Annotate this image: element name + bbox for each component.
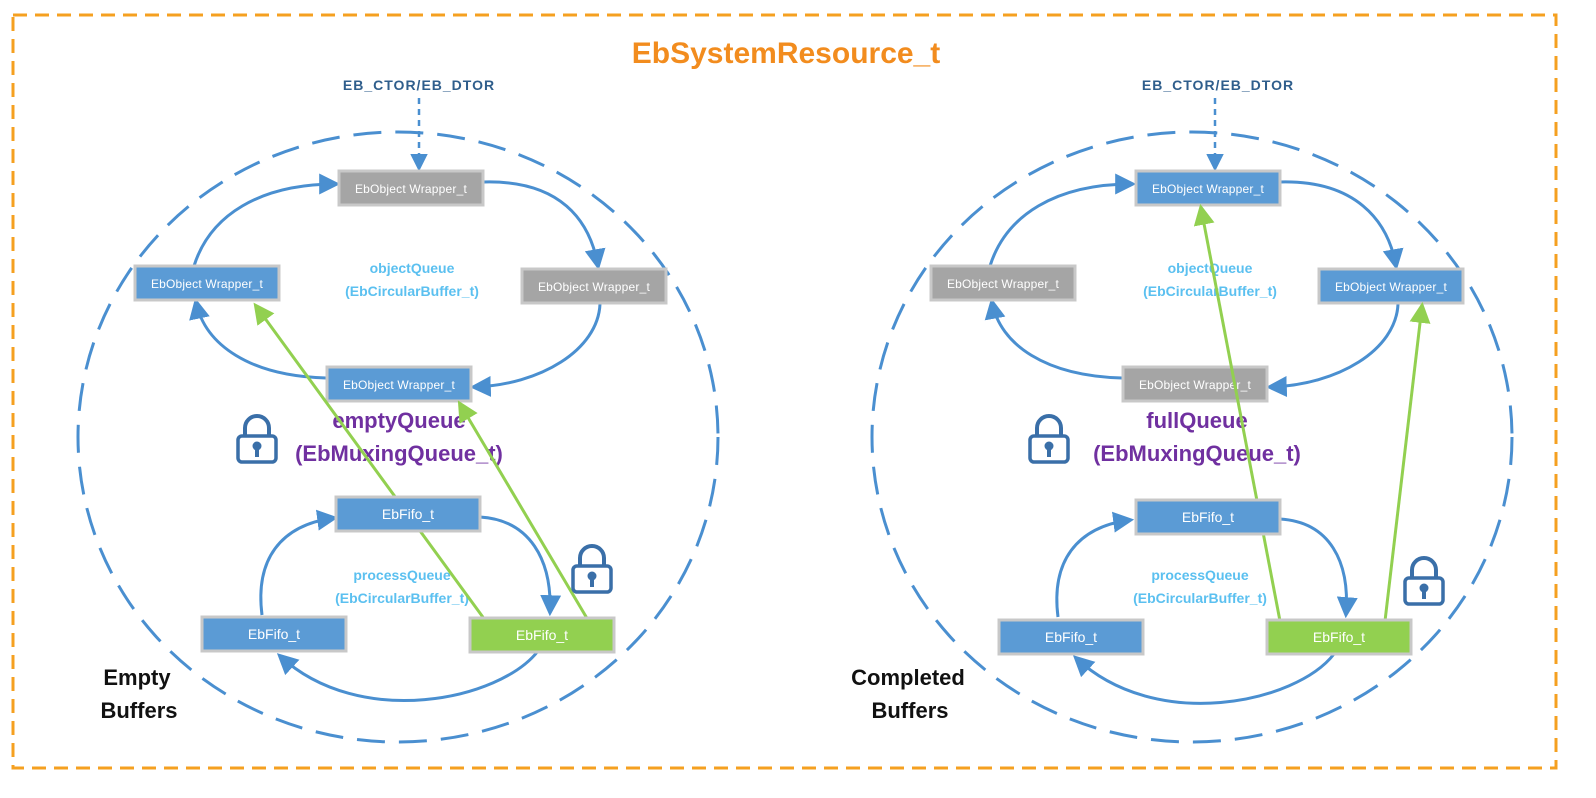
lock-icon xyxy=(1028,414,1070,464)
left-queue-name: emptyQueue xyxy=(332,408,465,433)
lock-icon xyxy=(1403,556,1445,606)
left-object-arrow-bottom-left xyxy=(189,297,327,380)
left-muxing-queue-circle xyxy=(76,130,720,744)
left-object-wrapper-left: EbObject Wrapper_t xyxy=(133,264,281,302)
left-object-arrow-right-bottom xyxy=(469,303,602,397)
left-buffers-label-line2: Buffers xyxy=(100,698,177,723)
right-fifo-left-label: EbFifo_t xyxy=(1045,629,1097,645)
left-buffers-label-line1: Empty xyxy=(103,665,171,690)
left-object-wrapper-right: EbObject Wrapper_t xyxy=(520,267,668,305)
left-process-arrow-top-right xyxy=(479,515,562,617)
left-object-wrapper-bottom-label: EbObject Wrapper_t xyxy=(343,378,456,392)
right-object-wrapper-right-label: EbObject Wrapper_t xyxy=(1335,280,1448,294)
right-green-link-2 xyxy=(1383,301,1431,622)
right-process-queue-type: (EbCircularBuffer_t) xyxy=(1133,590,1267,606)
left-object-arrow-left-top xyxy=(192,173,341,267)
left-object-arrow-top-right xyxy=(483,180,606,271)
lock-icon xyxy=(571,544,613,594)
left-object-queue-label: objectQueue xyxy=(370,260,455,276)
right-buffers-label-line1: Completed xyxy=(851,665,965,690)
right-queue-name: fullQueue xyxy=(1146,408,1247,433)
right-fifo-left: EbFifo_t xyxy=(997,618,1145,656)
right-process-queue-label: processQueue xyxy=(1151,567,1248,583)
right-process-arrow-top-right xyxy=(1279,517,1358,619)
diagram-title: EbSystemResource_t xyxy=(632,37,940,70)
left-object-wrapper-bottom: EbObject Wrapper_t xyxy=(325,365,473,403)
right-queue-type: (EbMuxingQueue_t) xyxy=(1093,441,1301,466)
left-fifo-left: EbFifo_t xyxy=(200,615,348,653)
right-muxing-queue-circle xyxy=(870,130,1514,744)
left-green-link-2 xyxy=(457,400,590,621)
right-object-wrapper-bottom-label: EbObject Wrapper_t xyxy=(1139,378,1252,392)
right-fifo-active: EbFifo_t xyxy=(1265,618,1413,656)
right-object-wrapper-left: EbObject Wrapper_t xyxy=(929,264,1077,302)
left-ctor-label: EB_CTOR/EB_DTOR xyxy=(343,77,495,93)
left-queue-type: (EbMuxingQueue_t) xyxy=(295,441,503,466)
right-process-arrow-right-left xyxy=(1072,653,1336,705)
left-green-link-1 xyxy=(253,302,487,621)
right-green-link-1 xyxy=(1193,203,1282,622)
right-object-wrapper-left-label: EbObject Wrapper_t xyxy=(947,277,1060,291)
right-object-arrow-left-top xyxy=(988,173,1137,267)
right-fifo-top: EbFifo_t xyxy=(1134,498,1282,536)
left-process-arrow-left-top xyxy=(259,509,339,616)
left-object-queue-type: (EbCircularBuffer_t) xyxy=(345,283,479,299)
right-object-wrapper-bottom: EbObject Wrapper_t xyxy=(1121,365,1269,403)
right-object-wrapper-right: EbObject Wrapper_t xyxy=(1317,267,1465,305)
left-object-wrapper-top-label: EbObject Wrapper_t xyxy=(355,182,468,196)
right-object-arrow-bottom-left xyxy=(984,297,1123,380)
right-object-arrow-right-bottom xyxy=(1265,303,1400,397)
right-object-queue-type: (EbCircularBuffer_t) xyxy=(1143,283,1277,299)
right-object-wrapper-top-label: EbObject Wrapper_t xyxy=(1152,182,1265,196)
left-process-arrow-right-left xyxy=(276,650,540,702)
left-process-queue-type: (EbCircularBuffer_t) xyxy=(335,590,469,606)
right-panel: EB_CTOR/EB_DTOR EbObject Wrapper_t EbObj… xyxy=(851,77,1514,744)
left-fifo-top-label: EbFifo_t xyxy=(382,506,434,522)
left-object-wrapper-right-label: EbObject Wrapper_t xyxy=(538,280,651,294)
left-process-queue-label: processQueue xyxy=(353,567,450,583)
system-resource-frame xyxy=(11,13,1558,770)
left-object-wrapper-top: EbObject Wrapper_t xyxy=(337,169,485,207)
right-object-arrow-top-right xyxy=(1279,180,1404,271)
right-fifo-active-label: EbFifo_t xyxy=(1313,629,1365,645)
left-fifo-top: EbFifo_t xyxy=(334,495,482,533)
left-fifo-left-label: EbFifo_t xyxy=(248,626,300,642)
left-fifo-active: EbFifo_t xyxy=(468,616,616,654)
right-buffers-label-line2: Buffers xyxy=(871,698,948,723)
right-fifo-top-label: EbFifo_t xyxy=(1182,509,1234,525)
lock-icon xyxy=(236,414,278,464)
right-object-queue-label: objectQueue xyxy=(1168,260,1253,276)
right-process-arrow-left-top xyxy=(1055,511,1135,618)
right-object-wrapper-top: EbObject Wrapper_t xyxy=(1134,169,1282,207)
left-fifo-active-label: EbFifo_t xyxy=(516,627,568,643)
left-panel: EB_CTOR/EB_DTOR EbObject Wrapper_t EbObj… xyxy=(76,77,720,744)
right-ctor-label: EB_CTOR/EB_DTOR xyxy=(1142,77,1294,93)
left-object-wrapper-left-label: EbObject Wrapper_t xyxy=(151,277,264,291)
